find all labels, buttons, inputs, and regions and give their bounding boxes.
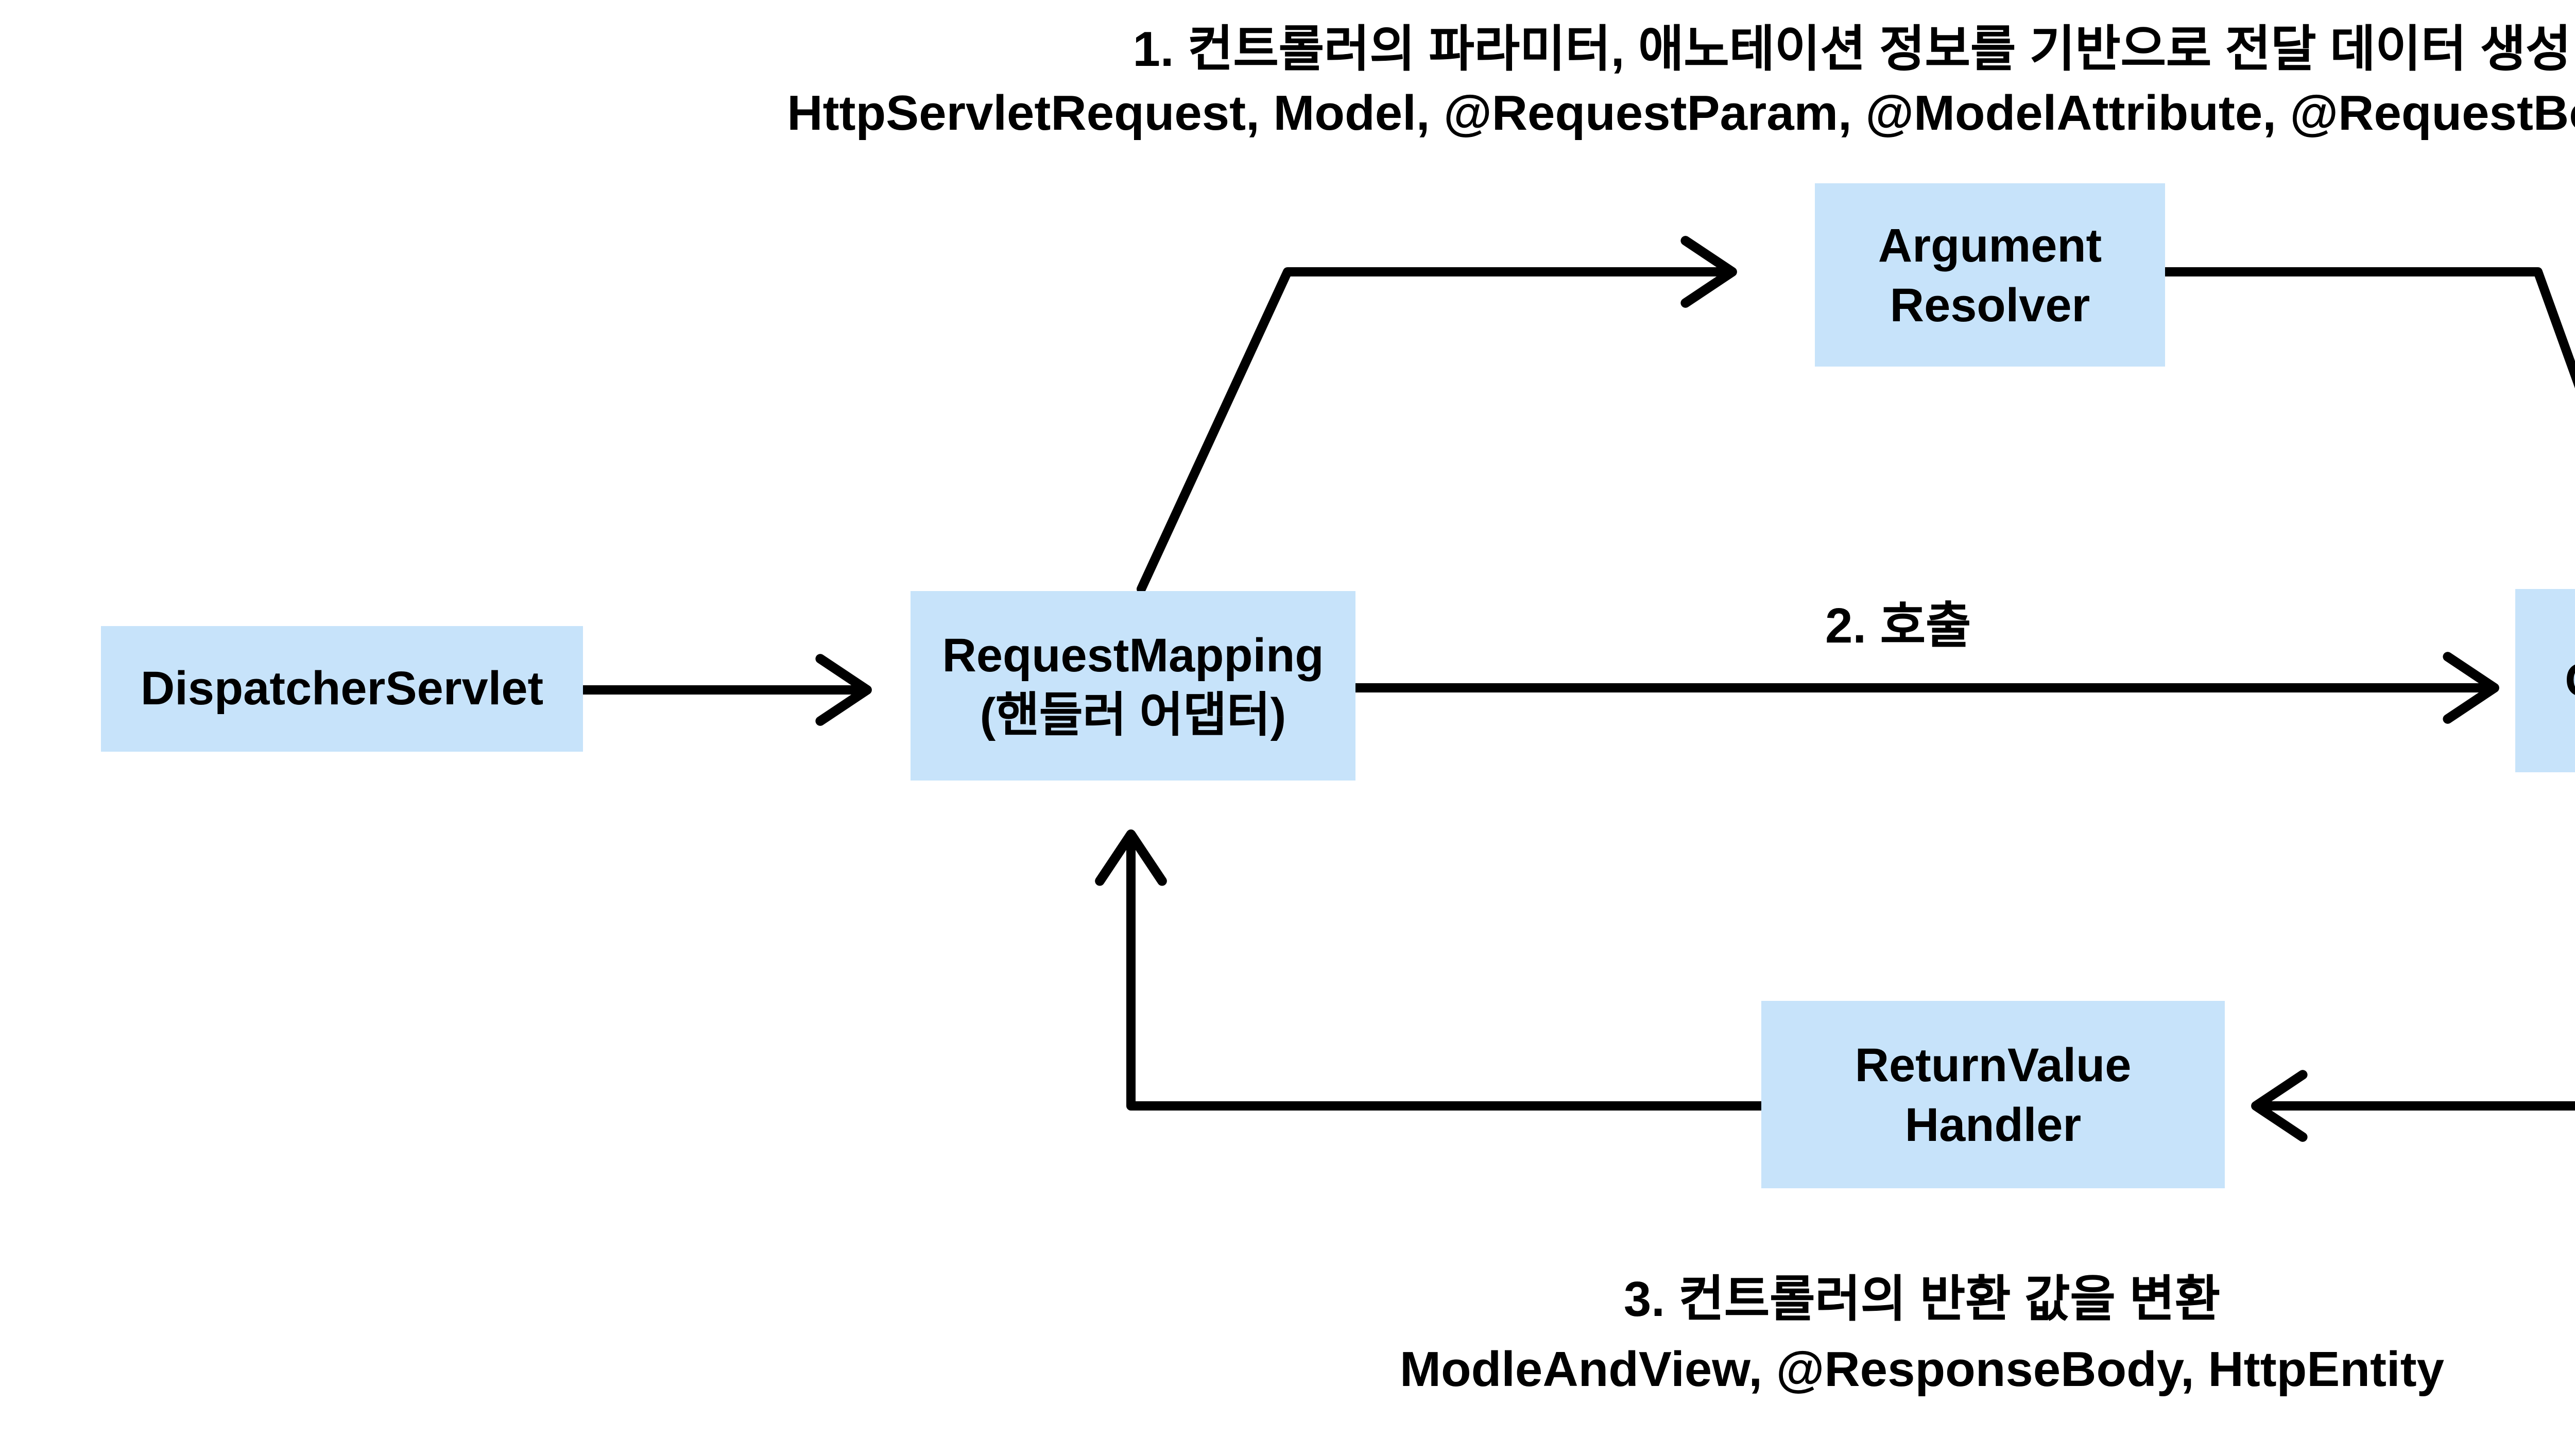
node-dispatcher-servlet: DispatcherServlet [101,626,583,752]
node-request-mapping-handler-adapter: RequestMapping (핸들러 어댑터) [911,591,1355,781]
bottom-annotation: 3. 컨트롤러의 반환 값을 변환 ModleAndView, @Respons… [686,1267,2575,1407]
bottom-annotation-line-1: 3. 컨트롤러의 반환 값을 변환 [1623,1273,2221,1328]
bottom-annotation-line-2: ModleAndView, @ResponseBody, HttpEntity [1400,1343,2444,1398]
edge-label-call: 2. 호출 [1825,599,1971,655]
arrow-argumentresolver-to-controller [2160,267,2575,389]
arrow-controller-to-returnvaluehandler [2251,1070,2575,1142]
top-annotation-line-1: 1. 컨트롤러의 파라미터, 애노테이션 정보를 기반으로 전달 데이터 생성 [1132,23,2571,78]
node-return-value-handler: ReturnValue Handler [1761,1001,2225,1188]
node-controller: Controller [2515,589,2575,772]
top-annotation: 1. 컨트롤러의 파라미터, 애노테이션 정보를 기반으로 전달 데이터 생성 … [616,19,2575,146]
arrow-requestmapping-to-argumentresolver [1137,236,1737,594]
top-annotation-line-2: HttpServletRequest, Model, @RequestParam… [787,86,2575,142]
arrow-returnvaluehandler-to-requestmapping [1095,829,1766,1111]
node-argument-resolver: Argument Resolver [1815,183,2165,367]
